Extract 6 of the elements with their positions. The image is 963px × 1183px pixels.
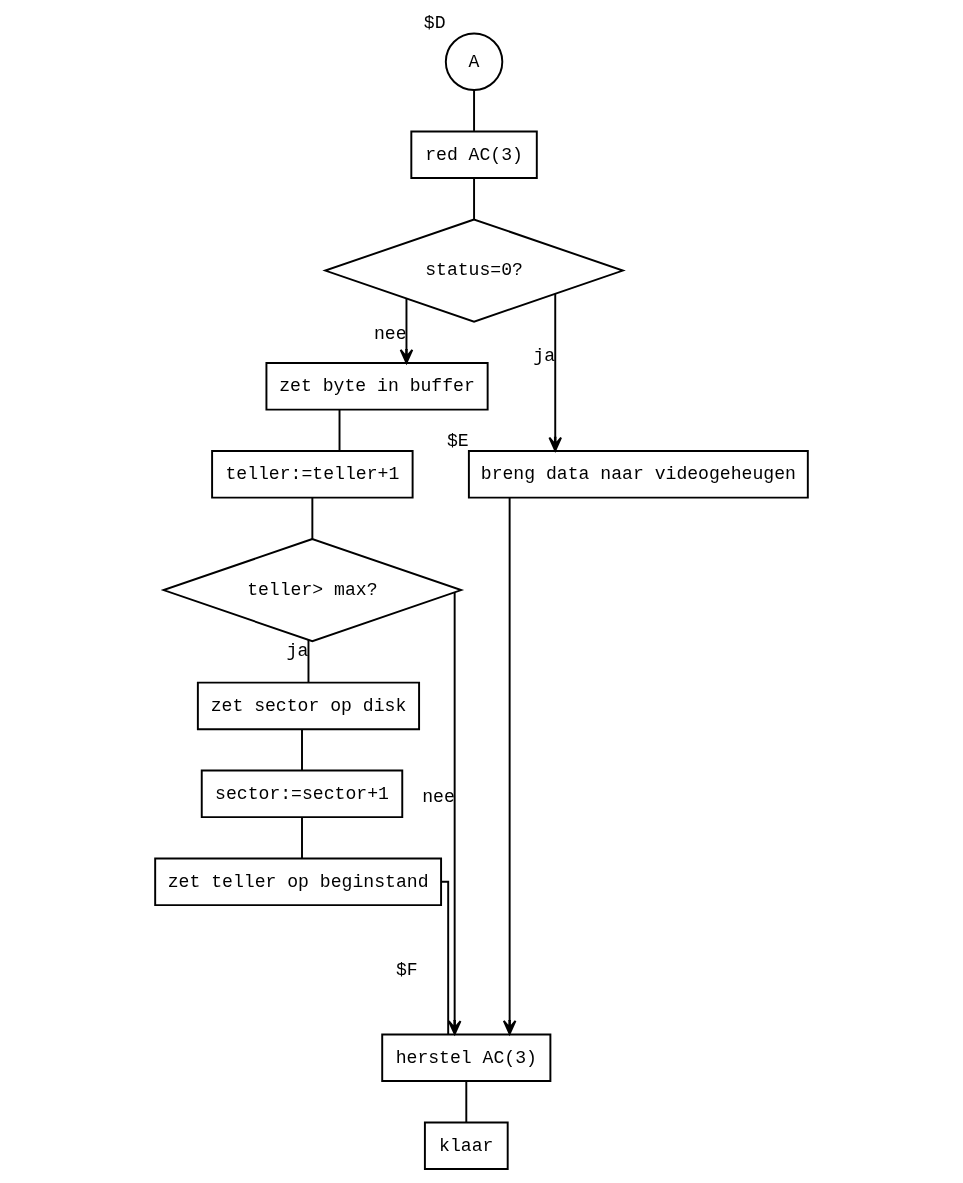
label: $F	[395, 959, 418, 980]
edge-label: nee	[373, 323, 407, 344]
node-label: $E	[447, 431, 469, 452]
node-label: $D	[423, 13, 446, 34]
edge-label: ja	[286, 641, 309, 662]
edge-label: nee	[422, 786, 455, 807]
